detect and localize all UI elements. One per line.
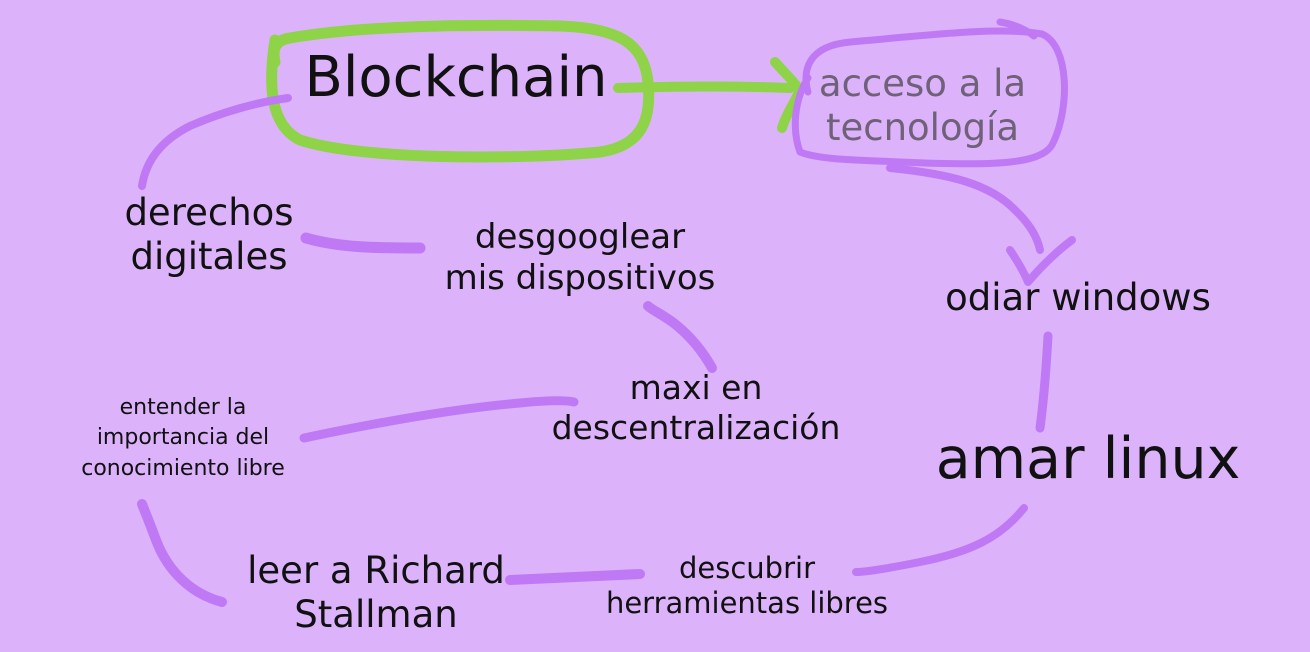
node-maxi-line-1: maxi en: [629, 368, 763, 407]
node-entender-line-3: conocimiento libre: [81, 455, 285, 481]
node-leer-line-2: Stallman: [294, 593, 458, 637]
entender-to-maxi-stroke: [299, 396, 579, 443]
node-acceso-line-2: tecnología: [825, 106, 1020, 150]
node-descubrir-line-1: descubrir: [679, 551, 815, 585]
acceso-to-odiar-stroke: [886, 164, 1076, 286]
node-entender-line-2: importancia del: [96, 425, 270, 451]
node-desgooglear-line-2: mis dispositivos: [444, 257, 716, 298]
descubrir-to-leer-stroke: [505, 569, 645, 585]
node-desgooglear-line-1: desgooglear: [474, 217, 686, 257]
node-maxi-descentralizacion: maxi en descentralización: [540, 368, 852, 447]
node-amar-linux: amar linux: [920, 426, 1256, 492]
node-maxi-line-2: descentralización: [551, 407, 841, 447]
node-odiar-windows: odiar windows: [920, 276, 1236, 319]
acceso-scribble-loop: [791, 18, 1068, 168]
leer-to-entender-stroke: [137, 499, 227, 607]
derechos-to-blockchain-stroke: [138, 94, 292, 190]
node-odiar-line-1: odiar windows: [945, 276, 1211, 319]
odiar-to-amar-stroke: [1035, 331, 1053, 433]
node-leer-stallman: leer a Richard Stallman: [236, 549, 516, 638]
maxi-to-desgooglear-stroke: [643, 301, 717, 373]
node-descubrir-line-2: herramientas libres: [605, 586, 889, 621]
node-derechos-digitales: derechos digitales: [104, 191, 314, 280]
node-acceso-tecnologia: acceso a la tecnología: [805, 62, 1040, 151]
node-entender-line-1: entender la: [119, 395, 247, 420]
node-acceso-line-1: acceso a la: [818, 62, 1027, 105]
desgooglear-to-derechos-stroke: [300, 232, 426, 254]
node-descubrir-herramientas: descubrir herramientas libres: [588, 551, 906, 622]
node-derechos-line-1: derechos: [124, 191, 294, 234]
amar-to-descubrir-stroke: [852, 504, 1028, 576]
node-desgooglear: desgooglear mis dispositivos: [420, 217, 740, 299]
node-blockchain-line-1: Blockchain: [304, 45, 608, 110]
node-leer-line-1: leer a Richard: [247, 549, 505, 592]
node-amar-line-1: amar linux: [935, 426, 1241, 492]
node-blockchain: Blockchain: [296, 47, 616, 109]
node-entender-conocimiento-libre: entender la importancia del conocimiento…: [52, 393, 314, 484]
node-derechos-line-2: digitales: [130, 235, 288, 279]
